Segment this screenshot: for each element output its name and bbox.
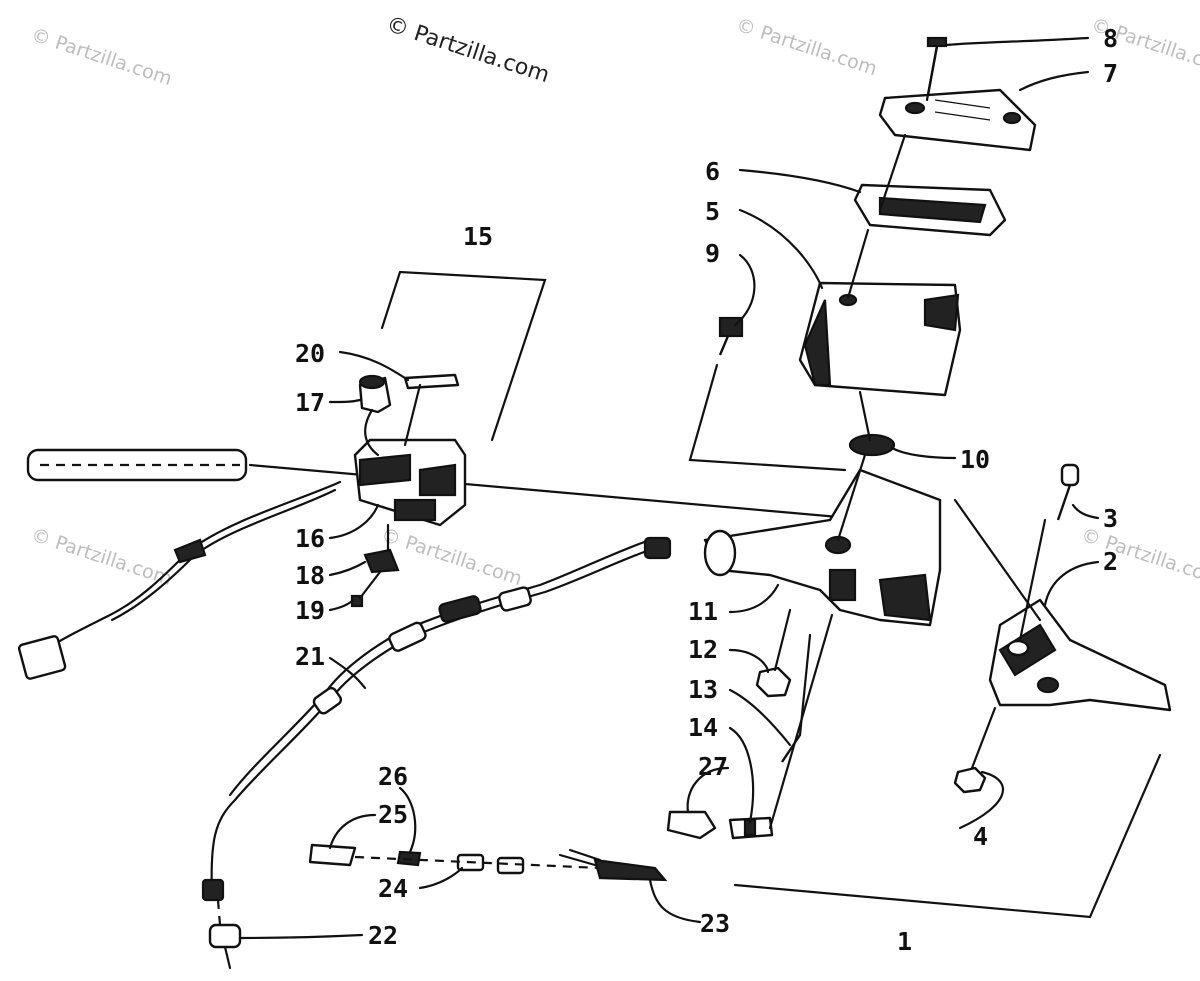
callout-23: 23 bbox=[700, 909, 730, 938]
callout-5: 5 bbox=[705, 197, 720, 226]
handlebar-tube bbox=[26, 448, 852, 520]
switch-knob bbox=[358, 374, 392, 457]
callout-24: 24 bbox=[378, 874, 408, 903]
lever-bolt bbox=[1056, 463, 1080, 521]
hose-fitting bbox=[201, 878, 242, 970]
assembly-lines bbox=[358, 44, 1047, 830]
switch-boot bbox=[666, 810, 717, 840]
callout-6: 6 bbox=[705, 157, 720, 186]
callout-22: 22 bbox=[368, 921, 398, 950]
harness-connector bbox=[17, 635, 67, 680]
callout-leaders bbox=[238, 36, 1100, 940]
master-cylinder bbox=[703, 468, 942, 627]
brake-hose bbox=[210, 536, 672, 897]
callout-13: 13 bbox=[688, 675, 718, 704]
nut bbox=[755, 666, 792, 698]
callout-2: 2 bbox=[1103, 547, 1118, 576]
watermark-primary: © Partzilla.com bbox=[383, 12, 552, 88]
callout-25: 25 bbox=[378, 800, 408, 829]
brake-lever bbox=[988, 598, 1172, 712]
grommet bbox=[848, 433, 896, 457]
callout-9: 9 bbox=[705, 239, 720, 268]
callout-1: 1 bbox=[897, 927, 912, 956]
callout-3: 3 bbox=[1103, 504, 1118, 533]
callout-16: 16 bbox=[295, 524, 325, 553]
callout-10: 10 bbox=[960, 445, 990, 474]
assembly-bracket-15 bbox=[380, 270, 547, 442]
pivot-pin bbox=[781, 734, 801, 763]
watermark-repeat: © Partzilla.com bbox=[28, 24, 174, 90]
callout-20: 20 bbox=[295, 339, 325, 368]
reservoir-cover bbox=[878, 88, 1037, 152]
callout-11: 11 bbox=[688, 597, 718, 626]
assembly-bracket-1 bbox=[733, 753, 1162, 919]
callout-27: 27 bbox=[698, 752, 728, 781]
switch-housing bbox=[353, 438, 467, 527]
callout-21: 21 bbox=[295, 642, 325, 671]
callout-8: 8 bbox=[1103, 24, 1118, 53]
callout-4: 4 bbox=[973, 822, 988, 851]
callout-12: 12 bbox=[688, 635, 718, 664]
callout-18: 18 bbox=[295, 561, 325, 590]
switch-lead-wire bbox=[558, 848, 668, 882]
reservoir-body bbox=[798, 281, 962, 397]
watermark-repeat: © Partzilla.com bbox=[28, 524, 174, 590]
switch-clip bbox=[363, 548, 400, 574]
callout-26: 26 bbox=[378, 762, 408, 791]
callout-14: 14 bbox=[688, 713, 718, 742]
reservoir-diaphragm bbox=[853, 183, 1007, 237]
reservoir-screw bbox=[718, 316, 744, 356]
callout-15: 15 bbox=[463, 222, 493, 251]
callout-7: 7 bbox=[1103, 59, 1118, 88]
connector-sleeves bbox=[354, 853, 601, 875]
watermark-repeat: © Partzilla.com bbox=[733, 14, 879, 80]
callout-17: 17 bbox=[295, 388, 325, 417]
callout-19: 19 bbox=[295, 596, 325, 625]
brake-light-switch bbox=[728, 816, 774, 840]
watermark-repeat: © Partzilla.com bbox=[378, 524, 524, 590]
connector-terminal bbox=[308, 843, 357, 867]
switch-harness bbox=[17, 480, 342, 680]
switch-plate bbox=[403, 373, 460, 390]
watermark-repeat: © Partzilla.com bbox=[1078, 524, 1200, 590]
lever-nut bbox=[953, 766, 987, 794]
